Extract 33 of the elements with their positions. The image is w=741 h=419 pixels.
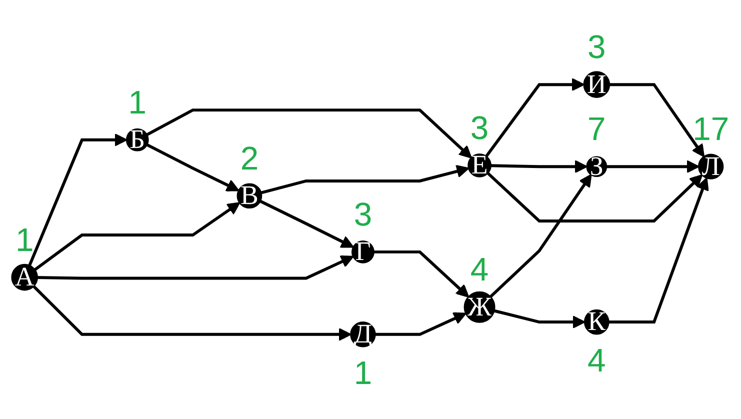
node-value: 1 <box>354 354 372 391</box>
arrow <box>28 133 128 266</box>
node-value: 4 <box>588 342 606 379</box>
node-value: 3 <box>354 195 372 232</box>
graph-vertex: И <box>583 68 610 99</box>
arrow <box>260 164 470 194</box>
arrow <box>489 174 592 298</box>
arrow <box>260 200 354 248</box>
arrow <box>146 108 472 158</box>
graph-vertex: В <box>236 180 262 210</box>
arrow <box>32 285 352 341</box>
arrow <box>606 160 700 174</box>
node-value: 3 <box>588 28 606 66</box>
arrow <box>375 312 466 336</box>
graph-vertex: Ж <box>464 291 496 323</box>
node-value: 17 <box>692 110 730 148</box>
node-value: 4 <box>470 250 489 288</box>
arrow <box>374 250 470 298</box>
node-value: 1 <box>15 220 34 258</box>
arrow <box>146 143 240 192</box>
arrow <box>34 202 240 271</box>
arrow <box>608 177 709 324</box>
arrow <box>37 255 354 280</box>
node-value: 1 <box>128 83 146 120</box>
node-value: 3 <box>470 108 489 146</box>
graph-vertex: А <box>11 262 38 292</box>
arrow <box>494 309 586 329</box>
arrow <box>484 78 585 158</box>
node-value: 7 <box>588 110 606 148</box>
arrow <box>486 172 703 222</box>
arrow <box>490 160 588 174</box>
node-value: 2 <box>240 139 259 176</box>
arrow <box>609 83 705 158</box>
